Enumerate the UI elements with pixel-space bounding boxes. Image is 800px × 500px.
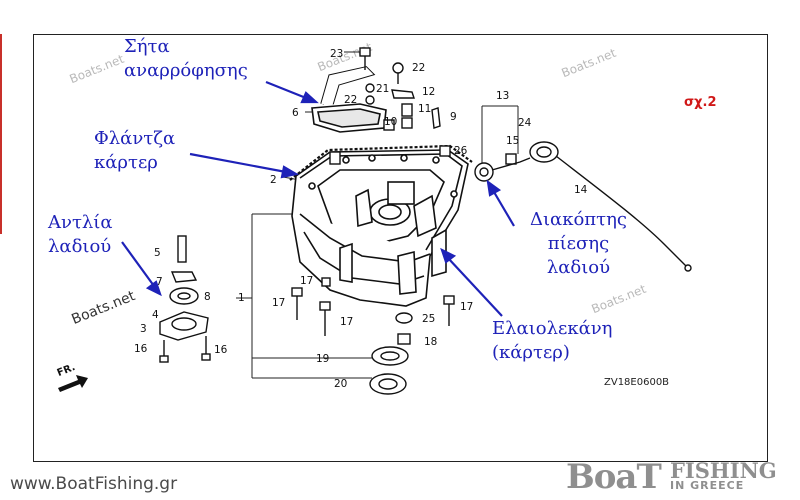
svg-text:16: 16 — [214, 344, 228, 356]
svg-text:13: 13 — [496, 90, 509, 102]
suction-strainer — [311, 66, 387, 133]
website-link[interactable]: www.BoatFishing.gr — [10, 474, 178, 494]
svg-text:11: 11 — [418, 103, 431, 115]
svg-text:4: 4 — [152, 309, 159, 321]
svg-text:14: 14 — [574, 184, 588, 196]
svg-text:2: 2 — [270, 174, 277, 186]
svg-text:23: 23 — [330, 48, 343, 60]
svg-text:17: 17 — [460, 301, 473, 313]
svg-text:21: 21 — [376, 83, 389, 95]
svg-text:20: 20 — [334, 378, 347, 390]
svg-text:15: 15 — [506, 135, 519, 147]
oil-pump-assembly — [159, 235, 211, 363]
svg-text:19: 19 — [316, 353, 329, 365]
svg-text:1: 1 — [238, 292, 245, 304]
svg-text:24: 24 — [518, 117, 532, 129]
label-oil-pan: Ελαιολεκάνη (κάρτερ) — [492, 318, 613, 363]
small-hardware — [329, 47, 451, 165]
svg-text:22: 22 — [344, 94, 357, 106]
svg-text:25: 25 — [422, 313, 435, 325]
pan-bolts — [291, 277, 455, 336]
oil-pan-body — [291, 149, 469, 307]
svg-text:12: 12 — [422, 86, 435, 98]
svg-text:26: 26 — [454, 145, 468, 157]
oil-pressure-switch — [474, 141, 692, 272]
svg-text:5: 5 — [154, 247, 161, 259]
figure-number: σχ.2 — [684, 95, 717, 110]
diagram-frame — [33, 34, 768, 462]
svg-text:17: 17 — [340, 316, 353, 328]
svg-text:17: 17 — [272, 297, 285, 309]
page-edge-accent — [0, 34, 2, 234]
label-oil-pressure-switch: Διακόπτης πίεσης λαδιού — [530, 209, 627, 278]
logo-main-text: BoaT — [566, 457, 662, 497]
svg-text:17: 17 — [300, 275, 313, 287]
svg-text:18: 18 — [424, 336, 437, 348]
label-crankcase-flange: Φλάντζα κάρτερ — [94, 128, 176, 173]
label-oil-pump: Αντλία λαδιού — [48, 212, 113, 257]
svg-text:6: 6 — [292, 107, 299, 119]
svg-text:8: 8 — [204, 291, 211, 303]
callout-arrows — [121, 80, 515, 317]
drain-and-seals — [369, 312, 413, 395]
logo-bottom-text: IN GREECE — [670, 479, 745, 492]
svg-text:22: 22 — [412, 62, 425, 74]
logo-top-text: FISHING — [670, 458, 777, 483]
label-suction-strainer: Σήτα αναρρόφησης — [124, 36, 248, 81]
svg-text:9: 9 — [450, 111, 457, 123]
part-number-labels: 1 2 3 4 5 6 7 8 9 10 11 12 13 14 15 16 1… — [134, 48, 588, 390]
svg-text:10: 10 — [384, 116, 397, 128]
front-arrow-icon — [58, 375, 88, 392]
svg-text:16: 16 — [134, 343, 148, 355]
svg-text:3: 3 — [140, 323, 147, 335]
brand-logo: BoaT FISHING IN GREECE — [566, 458, 792, 498]
diagram-code: ZV18E0600B — [604, 377, 670, 388]
svg-text:7: 7 — [156, 276, 163, 288]
